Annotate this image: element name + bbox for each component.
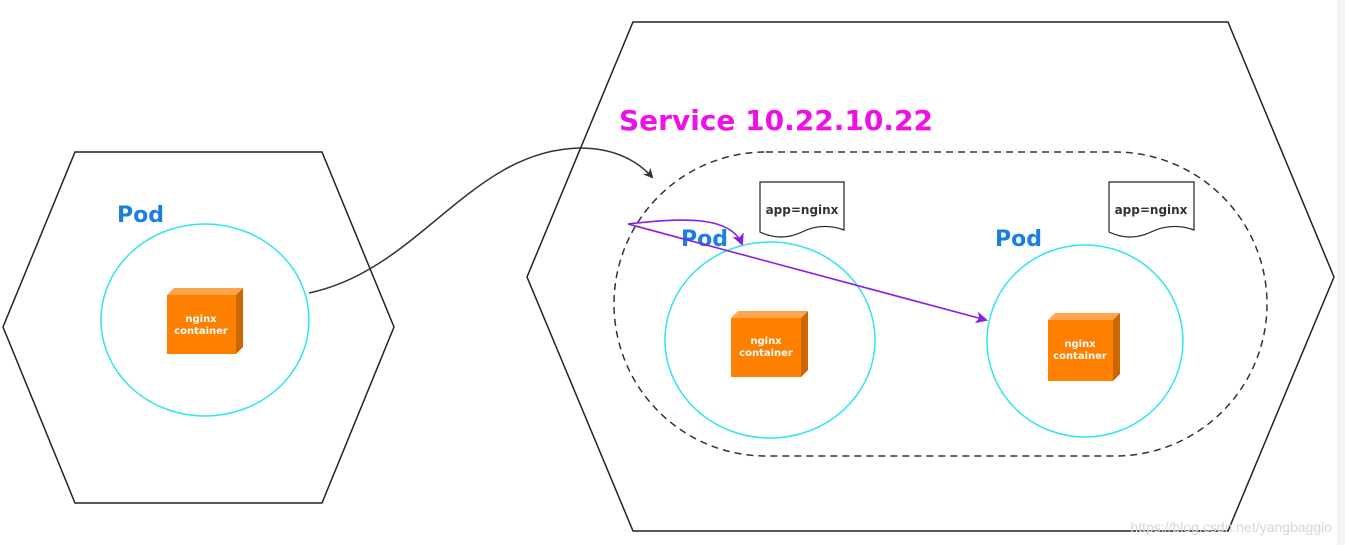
pod2-container-line2: container	[1053, 351, 1107, 362]
request-arrow-to-service	[308, 147, 654, 294]
service-pod2-label: Pod	[995, 227, 1042, 252]
service-pod2-nginx-container: nginx container	[1048, 313, 1120, 381]
service-pod1-label-tag: app=nginx	[759, 181, 845, 238]
pod1-container-line2: container	[739, 348, 793, 359]
service-title: Service 10.22.10.22	[619, 104, 933, 137]
right-node-hexagon	[526, 21, 1335, 532]
pod2-tag-text: app=nginx	[1115, 203, 1188, 217]
left-node-hexagon	[2, 151, 395, 504]
service-pod2-circle	[986, 244, 1184, 438]
left-nginx-container: nginx container	[167, 288, 243, 354]
service-boundary	[613, 151, 1268, 457]
service-pod2-label-tag: app=nginx	[1108, 181, 1195, 238]
route-arrow-to-pod1	[627, 219, 744, 246]
pod2-container-line1: nginx	[1064, 339, 1096, 350]
service-pod1-circle	[664, 241, 876, 439]
pod1-container-line1: nginx	[750, 336, 782, 347]
pod1-tag-text: app=nginx	[766, 203, 839, 217]
left-pod-circle	[100, 223, 310, 417]
left-container-line1: nginx	[185, 314, 217, 325]
watermark: https://blog.csdn.net/yangbaggio	[1130, 519, 1332, 535]
route-arrow-to-pod2	[627, 223, 988, 324]
scrollbar[interactable]	[1337, 0, 1345, 545]
left-pod-label: Pod	[117, 203, 164, 228]
left-container-line2: container	[174, 326, 228, 337]
service-pod1-nginx-container: nginx container	[731, 311, 808, 377]
